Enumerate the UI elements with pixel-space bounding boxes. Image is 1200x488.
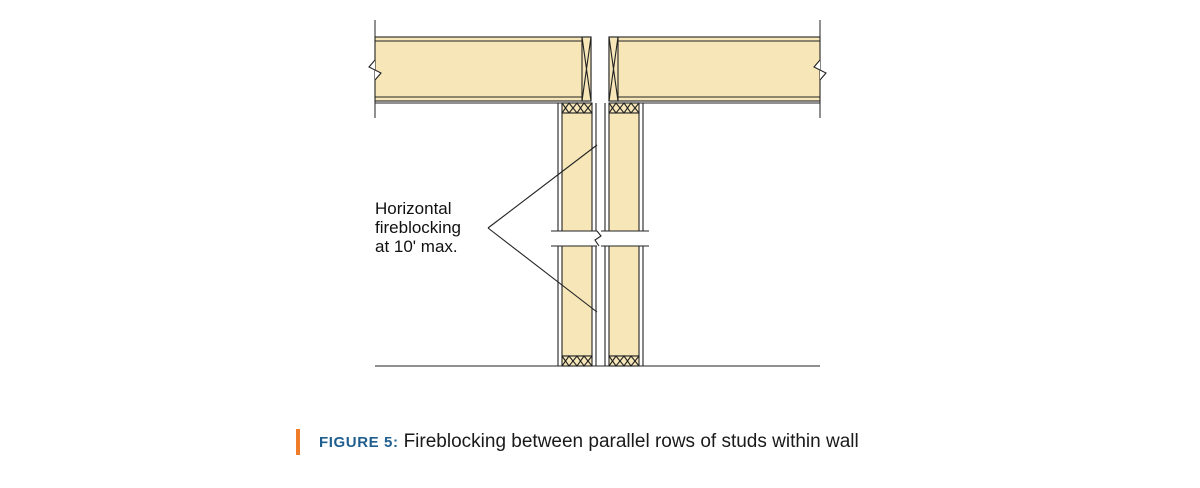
callout-line-2: fireblocking	[375, 218, 461, 237]
callout-line-3: at 10' max.	[375, 237, 458, 256]
break-line-left	[368, 20, 382, 118]
caption-label: FIGURE 5:	[319, 433, 399, 451]
fireblocking-callout: Horizontal fireblocking at 10' max.	[375, 199, 461, 256]
callout-leaders	[487, 144, 598, 313]
callout-line-1: Horizontal	[375, 199, 452, 218]
caption-accent-bar	[296, 429, 300, 455]
horizontal-fireblocking	[551, 230, 649, 247]
floor-joist-left	[374, 36, 592, 104]
top-plate-left	[561, 102, 593, 114]
top-plate-right	[608, 102, 640, 114]
bottom-plate-right	[608, 355, 640, 367]
floor-joist-right	[608, 36, 821, 104]
bottom-plate-left	[561, 355, 593, 367]
break-line-right	[813, 20, 827, 118]
figure-caption: FIGURE 5: Fireblocking between parallel …	[296, 429, 859, 455]
caption-text: Fireblocking between parallel rows of st…	[403, 431, 859, 452]
